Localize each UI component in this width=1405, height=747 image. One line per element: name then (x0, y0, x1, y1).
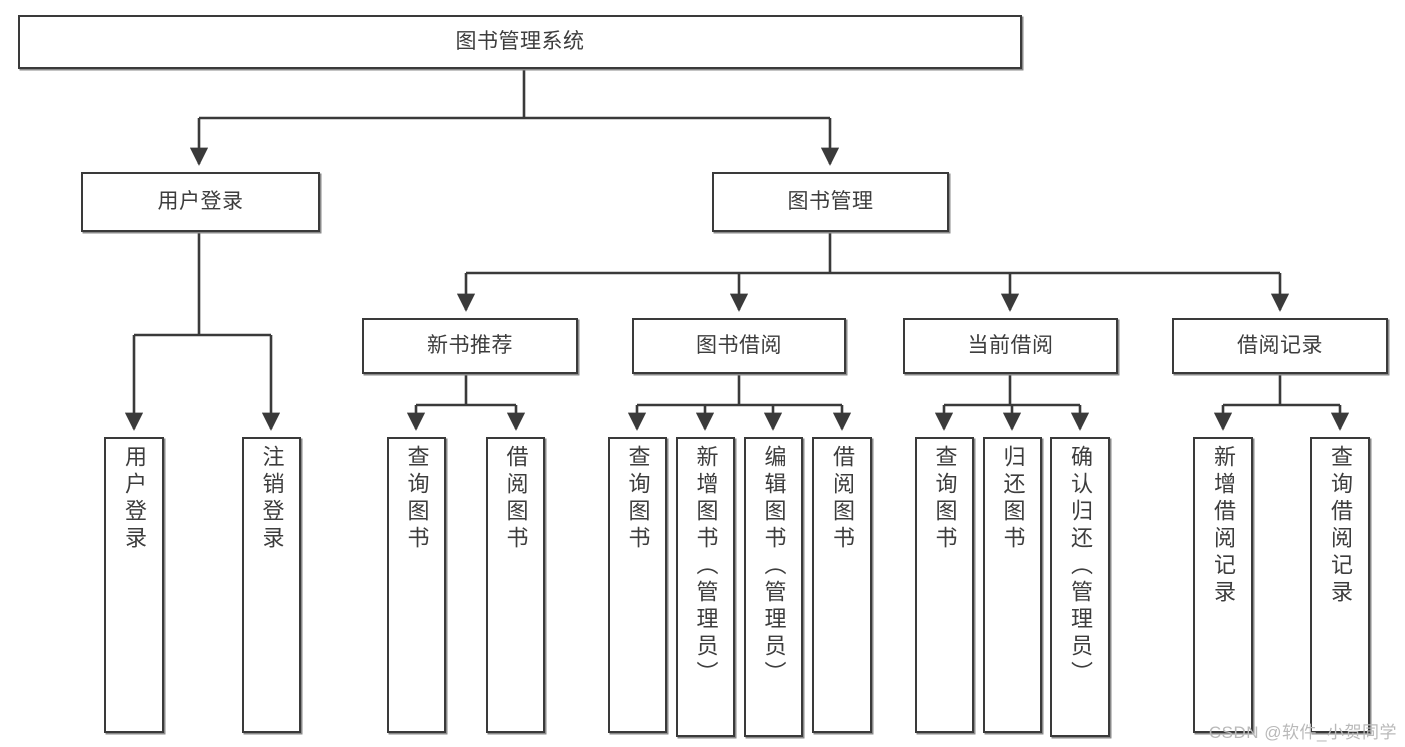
node-leaf-borrow-book-2[interactable]: 借阅图书 (812, 437, 872, 733)
node-new-book-rec[interactable]: 新书推荐 (362, 318, 578, 374)
node-label-leaf-borrow-book-2: 借阅图书 (830, 445, 855, 553)
node-leaf-user-login[interactable]: 用户登录 (104, 437, 164, 733)
node-label-leaf-borrow-book-1: 借阅图书 (503, 445, 529, 553)
node-label-leaf-confirm-return: 确认归还（管理员） (1068, 445, 1093, 688)
node-leaf-confirm-return[interactable]: 确认归还（管理员） (1050, 437, 1110, 737)
node-label-leaf-return-book: 归还图书 (1000, 445, 1026, 553)
node-label-leaf-query-book-3: 查询图书 (932, 445, 958, 553)
node-label-leaf-add-record: 新增借阅记录 (1211, 445, 1236, 607)
node-label-new-book-rec: 新书推荐 (427, 333, 513, 357)
node-label-leaf-add-book: 新增图书（管理员） (693, 445, 719, 688)
node-leaf-logout[interactable]: 注销登录 (242, 437, 301, 733)
node-leaf-add-book[interactable]: 新增图书（管理员） (676, 437, 735, 737)
node-book-borrow[interactable]: 图书借阅 (632, 318, 846, 374)
node-leaf-query-book-3[interactable]: 查询图书 (915, 437, 974, 733)
watermark: CSDN @软件_小贺同学 (1208, 723, 1397, 742)
node-label-leaf-query-record: 查询借阅记录 (1328, 445, 1353, 607)
node-label-book-manage: 图书管理 (787, 189, 874, 213)
node-book-manage[interactable]: 图书管理 (712, 172, 949, 232)
node-leaf-borrow-book-1[interactable]: 借阅图书 (486, 437, 545, 733)
node-leaf-return-book[interactable]: 归还图书 (983, 437, 1042, 733)
node-leaf-query-book-2[interactable]: 查询图书 (608, 437, 667, 733)
node-label-borrow-record: 借阅记录 (1237, 333, 1323, 357)
node-leaf-edit-book[interactable]: 编辑图书（管理员） (744, 437, 803, 737)
node-label-leaf-logout: 注销登录 (259, 445, 285, 553)
node-user-login[interactable]: 用户登录 (81, 172, 320, 232)
node-borrow-record[interactable]: 借阅记录 (1172, 318, 1388, 374)
node-label-root: 图书管理系统 (455, 29, 585, 53)
node-label-leaf-edit-book: 编辑图书（管理员） (761, 445, 787, 688)
node-leaf-add-record[interactable]: 新增借阅记录 (1193, 437, 1253, 733)
node-leaf-query-record[interactable]: 查询借阅记录 (1310, 437, 1370, 733)
node-label-leaf-query-book-1: 查询图书 (404, 445, 430, 553)
node-label-leaf-query-book-2: 查询图书 (625, 445, 651, 553)
node-label-book-borrow: 图书借阅 (696, 333, 782, 357)
node-label-current-borrow: 当前借阅 (967, 333, 1054, 357)
node-current-borrow[interactable]: 当前借阅 (903, 318, 1118, 374)
node-leaf-query-book-1[interactable]: 查询图书 (387, 437, 446, 733)
node-label-leaf-user-login: 用户登录 (122, 445, 147, 553)
node-root[interactable]: 图书管理系统 (18, 15, 1022, 69)
node-label-user-login: 用户登录 (157, 189, 244, 213)
